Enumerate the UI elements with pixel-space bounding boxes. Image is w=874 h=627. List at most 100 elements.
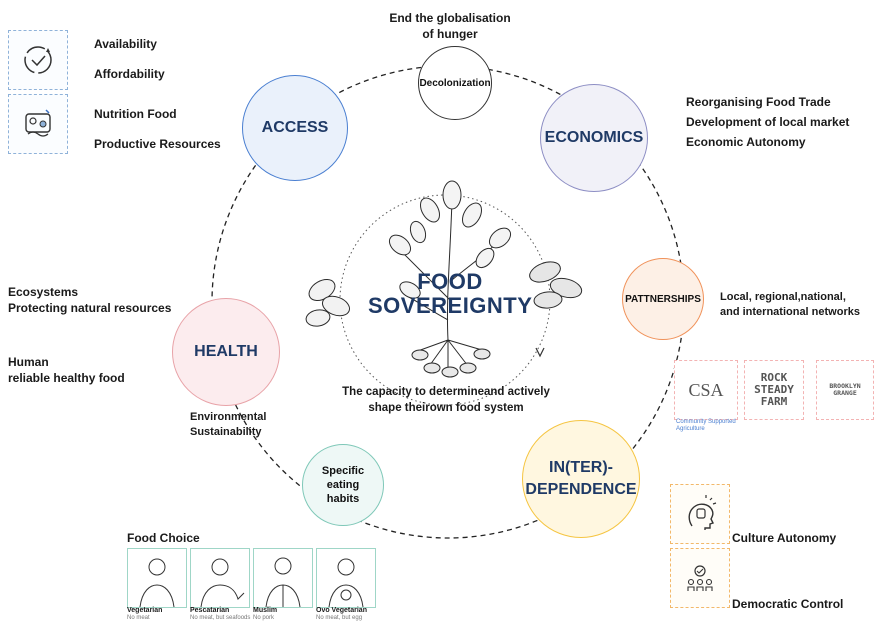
center-title-line2: SOVEREIGNTY — [368, 293, 533, 318]
food-choice-label: Muslim — [253, 607, 278, 614]
partnerships-text: Local, regional,national, and internatio… — [720, 290, 860, 320]
peanut-root — [411, 349, 429, 361]
human-text: Human reliable healthy food — [8, 354, 125, 386]
brooklyn-logo-line2: GRANGE — [833, 389, 857, 397]
peanut-root — [441, 366, 459, 378]
food-choice-note: No pork — [253, 615, 275, 621]
ecosystems-line1: Ecosystems — [8, 285, 79, 299]
human-line2: reliable healthy food — [8, 371, 125, 385]
nutrition-icon-box — [8, 94, 68, 154]
food-choice-note: No meat, but egg — [316, 615, 363, 621]
human-line1: Human — [8, 355, 49, 369]
partnerships-line2: and international networks — [720, 306, 860, 318]
food-choice-label: Pescatarian — [190, 607, 230, 614]
center-caption-line2: shape theirown food system — [368, 402, 524, 414]
economics-item: Economic Autonomy — [686, 135, 806, 149]
food-choice-label: Vegetarian — [127, 607, 163, 614]
top-goal-line2: of hunger — [422, 27, 478, 41]
democratic-icon-box — [670, 548, 730, 608]
economics-item: Reorganising Food Trade — [686, 95, 831, 109]
interdependence-line1: IN(TER)- — [549, 459, 613, 476]
interdependence-node[interactable]: IN(TER)- DEPENDENCE — [522, 420, 640, 538]
plant-stem — [399, 199, 501, 341]
peanut-root — [423, 362, 441, 374]
access-node[interactable]: ACCESS — [242, 75, 348, 181]
economics-item: Development of local market — [686, 115, 850, 129]
eating-line3: habits — [326, 493, 360, 505]
food-choice-note: No meat — [127, 615, 150, 621]
brooklyn-logo-line1: BROOKLYN — [829, 382, 861, 390]
access-label: ACCESS — [261, 119, 329, 136]
availability-text: Availability — [94, 37, 157, 51]
eating-line2: eating — [326, 479, 360, 491]
person-ovo-vegetarian — [316, 548, 376, 608]
affordability-text: Affordability — [94, 67, 165, 81]
economics-node[interactable]: ECONOMICS — [540, 84, 648, 192]
plant-leaf — [475, 247, 495, 269]
plant-leaf — [488, 227, 512, 249]
culture-icon-box — [670, 484, 730, 544]
plant-leaf — [420, 197, 440, 223]
csa-subtitle-line1: Community Supported — [676, 419, 736, 425]
resources-text: Productive Resources — [94, 137, 221, 151]
group-vote-icon — [687, 565, 713, 591]
ecosystems-text: Ecosystems Protecting natural resources — [8, 284, 171, 316]
peanut-right — [533, 291, 563, 309]
partnerships-line1: Local, regional,national, — [720, 291, 846, 303]
partnerships-node[interactable]: PATTNERSHIPS — [622, 258, 704, 340]
head-fist-icon — [688, 495, 717, 530]
peanut-root — [473, 348, 491, 360]
eating-habits-node[interactable]: Specific eating habits — [302, 444, 384, 526]
environmental-line1: Environmental — [190, 411, 267, 423]
rock-logo-line2: STEADY — [754, 383, 794, 396]
peanut-right — [529, 261, 561, 283]
eating-line1: Specific — [321, 465, 365, 477]
csa-subtitle: Community Supported Agriculture — [676, 419, 736, 433]
environmental-line2: Sustainability — [190, 426, 262, 438]
nutrition-text: Nutrition Food — [94, 107, 177, 121]
democratic-control-text: Democratic Control — [732, 597, 844, 611]
plant-leaf — [409, 220, 427, 244]
plant-leaf — [442, 180, 462, 210]
peanut-right — [549, 277, 583, 299]
economics-list: Reorganising Food Trade Development of l… — [686, 92, 849, 152]
person-figure-icon — [139, 558, 175, 608]
ecosystems-line2: Protecting natural resources — [8, 301, 172, 315]
food-choice-label: Ovo Vegetarian — [316, 607, 367, 614]
plant-leaf — [388, 234, 412, 256]
health-node[interactable]: HEALTH — [172, 298, 280, 406]
plant-leaf — [399, 281, 421, 299]
csa-logo[interactable]: CSA — [674, 360, 738, 420]
rock-logo-line3: FARM — [760, 395, 788, 408]
peanut-root — [459, 362, 477, 374]
rock-logo-line1: ROCK — [760, 371, 788, 384]
food-choice-title: Food Choice — [127, 531, 200, 545]
inner-arrow-icon — [535, 347, 545, 358]
decolonization-node[interactable]: Decolonization — [418, 46, 492, 120]
plant-leaf — [462, 202, 482, 228]
person-muslim — [253, 548, 313, 608]
peanut-shell-left — [321, 295, 351, 317]
culture-autonomy-text: Culture Autonomy — [732, 531, 837, 545]
decolonization-label: Decolonization — [419, 77, 491, 89]
person-pescatarian — [190, 548, 250, 608]
center-title: FOOD SOVEREIGNTY — [368, 270, 532, 318]
clock-check-icon — [24, 46, 52, 74]
center-title-line1: FOOD — [417, 269, 483, 294]
csa-logo-text: CSA — [688, 379, 724, 400]
rock-steady-farm-logo[interactable]: ROCK STEADY FARM — [744, 360, 804, 420]
plant-roots — [414, 339, 483, 370]
center-caption-line1: The capacity to determineand actively — [342, 386, 550, 398]
food-choice-note: No meat, but seafoods — [190, 615, 251, 621]
availability-icon-box — [8, 30, 68, 90]
brooklyn-grange-logo[interactable]: BROOKLYN GRANGE — [816, 360, 874, 420]
partnerships-label: PATTNERSHIPS — [625, 293, 701, 305]
environmental-text: Environmental Sustainability — [190, 410, 266, 440]
person-vegetarian — [127, 548, 187, 608]
person-figure-icon — [328, 558, 364, 608]
interdependence-line2: DEPENDENCE — [525, 481, 637, 498]
top-goal-line1: End the globalisation — [389, 11, 511, 25]
health-label: HEALTH — [194, 343, 258, 360]
food-resources-icon — [25, 109, 51, 137]
